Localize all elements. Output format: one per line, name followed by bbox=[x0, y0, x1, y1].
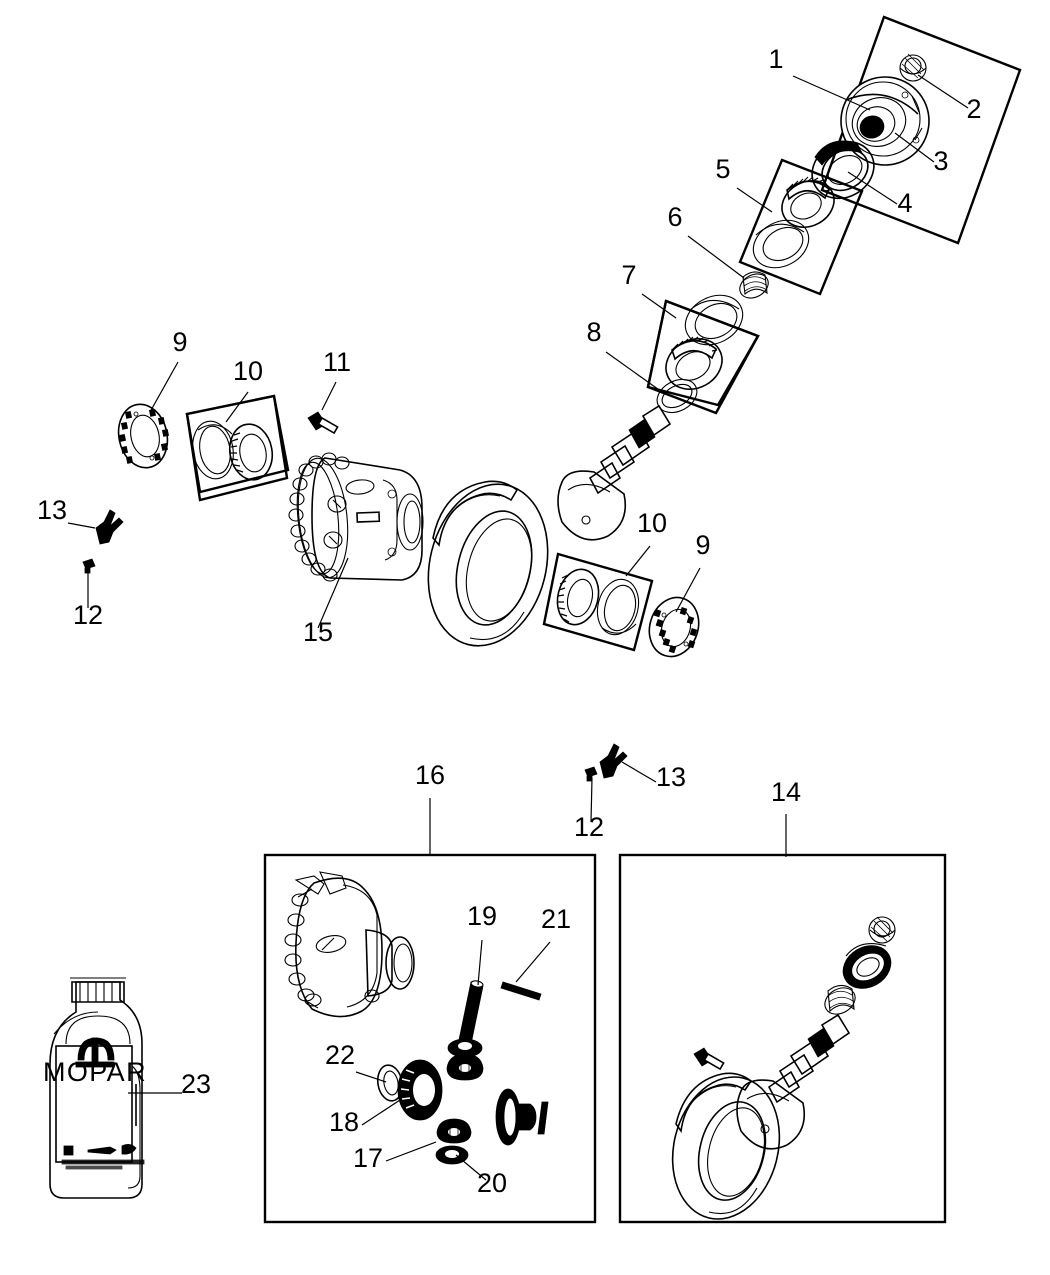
side-gear-large bbox=[397, 1059, 443, 1121]
bearing-cone-7 bbox=[665, 336, 723, 390]
collapsible-spacer-14 bbox=[824, 984, 856, 1015]
ring-gear-14 bbox=[671, 1072, 781, 1220]
side-gear-right-pair bbox=[495, 1088, 549, 1146]
callout-15: 15 bbox=[303, 617, 333, 647]
bearing-adjuster-left bbox=[117, 403, 170, 469]
callout-10: 10 bbox=[233, 356, 263, 386]
callout-20: 20 bbox=[477, 1168, 507, 1198]
callout-7: 7 bbox=[621, 260, 636, 290]
thrust-washer-small bbox=[435, 1145, 469, 1165]
side-bearing-kit-left bbox=[185, 394, 290, 502]
callout-11: 11 bbox=[323, 347, 351, 377]
callout-3: 3 bbox=[933, 146, 948, 176]
bearing-cup-7 bbox=[684, 294, 744, 346]
bearing-cup-5 bbox=[752, 219, 810, 269]
ring-gear-bolt bbox=[307, 411, 339, 435]
ring-gear bbox=[427, 480, 549, 647]
callout-17: 17 bbox=[353, 1143, 383, 1173]
oil-seal-14 bbox=[842, 943, 892, 989]
bearing-kit-box-5 bbox=[738, 158, 864, 296]
callout-8: 8 bbox=[586, 317, 601, 347]
callout-6: 6 bbox=[667, 202, 682, 232]
callout-9: 9 bbox=[172, 327, 187, 357]
callout-21: 21 bbox=[541, 904, 571, 934]
callout-13: 13 bbox=[37, 495, 67, 525]
mopar-logo-icon: MOPAR bbox=[43, 1037, 147, 1087]
side-gear-small bbox=[436, 1118, 472, 1144]
gear-oil-bottle: MOPAR bbox=[43, 977, 147, 1199]
differential-case bbox=[288, 452, 424, 582]
side-bearing-cone-right bbox=[556, 568, 600, 626]
pinion-gear-14 bbox=[736, 1013, 851, 1150]
oil-seal bbox=[811, 140, 875, 200]
callout-12-lower: 12 bbox=[574, 812, 604, 842]
callout-10-right: 10 bbox=[637, 508, 667, 538]
callout-12: 12 bbox=[73, 600, 103, 630]
pinion-nut-14 bbox=[868, 916, 896, 944]
lock-screw-lower bbox=[584, 766, 598, 782]
cross-pin-long bbox=[458, 980, 484, 1045]
side-bearing-kit-right bbox=[542, 552, 654, 652]
side-bearing-cone-left bbox=[228, 423, 274, 481]
callout-22: 22 bbox=[325, 1040, 355, 1070]
callout-4: 4 bbox=[897, 188, 912, 218]
ring-gear-bolt-14 bbox=[693, 1047, 725, 1071]
roll-pin bbox=[500, 981, 542, 1001]
lock-clip-lower bbox=[599, 743, 628, 779]
pinion-flange bbox=[840, 76, 930, 166]
callout-19: 19 bbox=[467, 901, 497, 931]
side-bearing-cup-right bbox=[596, 578, 640, 636]
lock-screw-left bbox=[82, 558, 96, 574]
bearing-kit-box-7 bbox=[646, 299, 760, 415]
callout-layer: 1 2 3 4 5 6 7 8 9 10 11 12 13 14 15 16 1… bbox=[37, 44, 982, 1198]
mopar-wordmark: MOPAR bbox=[43, 1057, 147, 1087]
callout-23: 23 bbox=[181, 1069, 211, 1099]
bearing-cone-5 bbox=[781, 176, 835, 228]
differential-case-assembly-16 bbox=[284, 871, 415, 1018]
callout-13-lower: 13 bbox=[656, 762, 686, 792]
pinion-gear-upper bbox=[557, 404, 672, 541]
bottle-label-icons bbox=[61, 1144, 145, 1170]
callout-2: 2 bbox=[966, 94, 981, 124]
callout-5: 5 bbox=[715, 154, 730, 184]
callout-18: 18 bbox=[329, 1107, 359, 1137]
callout-1: 1 bbox=[768, 44, 783, 74]
callout-14: 14 bbox=[771, 777, 801, 807]
callout-9-right: 9 bbox=[695, 530, 710, 560]
callout-16: 16 bbox=[415, 760, 445, 790]
side-gear-upper-stack bbox=[446, 1038, 484, 1081]
bearing-adjuster-right bbox=[648, 596, 700, 658]
pinion-kit-box-14 bbox=[618, 853, 947, 1224]
lock-clip-left bbox=[95, 509, 124, 545]
small-nut bbox=[899, 53, 927, 82]
collapsible-spacer bbox=[739, 271, 769, 299]
